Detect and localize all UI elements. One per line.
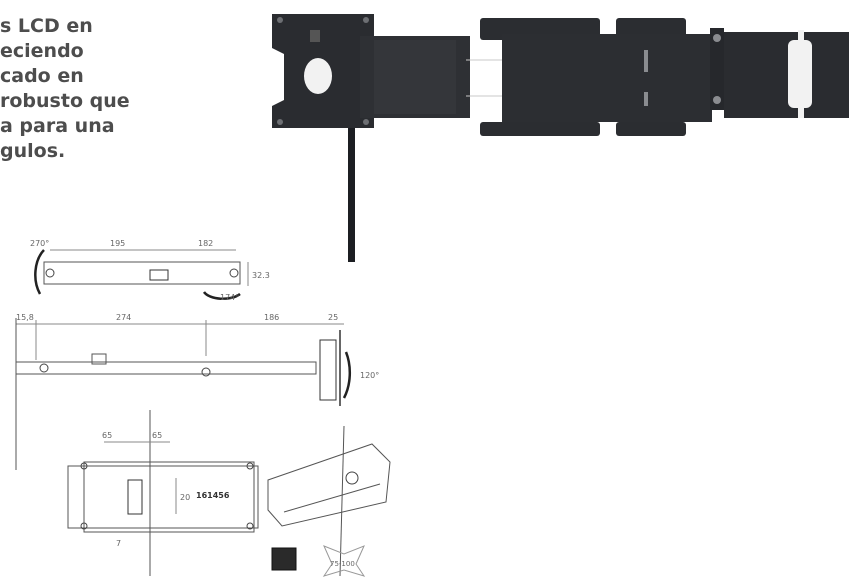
description-line: eciendo (0, 40, 84, 62)
product-code: 161456 (196, 491, 230, 500)
description-line: robusto que (0, 90, 130, 112)
arm-rail-bottom (480, 122, 600, 136)
dim-label: 25 (328, 313, 338, 322)
iso-view-drawing (267, 425, 391, 577)
vesa-plate-right (724, 30, 849, 118)
description-text: s LCD en eciendo cado en robusto que a p… (0, 14, 200, 164)
dim-label: 15,8 (16, 313, 34, 322)
arm-center-box (502, 34, 712, 122)
side-view-drawing (34, 249, 249, 301)
support-pole (348, 100, 355, 262)
technical-drawing: 270° 195 182 32.3 174° 15,8 274 186 25 1… (15, 239, 391, 577)
front-view-drawing (15, 318, 352, 470)
dim-label: 182 (198, 239, 213, 248)
description-line: a para una (0, 115, 115, 137)
product-photo (250, 0, 849, 270)
vesa-plate-left (272, 14, 374, 128)
dim-label: 186 (264, 313, 279, 322)
dim-label: 195 (110, 239, 125, 248)
dim-label: 120° (360, 371, 379, 380)
description-line: cado en (0, 65, 84, 87)
dim-label: 270° (30, 239, 49, 248)
dim-label: 65 (152, 431, 162, 440)
vesa-icon (322, 545, 366, 577)
dim-label: 274 (116, 313, 131, 322)
vesa-label: 75-100 (330, 560, 355, 568)
dim-label: 174° (220, 293, 239, 302)
description-line: gulos. (0, 140, 66, 162)
dim-label: 65 (102, 431, 112, 440)
description-line: s LCD en (0, 15, 93, 37)
dim-label: 7 (116, 539, 121, 548)
arm-rail-bottom (616, 122, 686, 136)
dim-label: 20 (180, 493, 190, 502)
box-icon (271, 547, 297, 571)
dim-label: 32.3 (252, 271, 270, 280)
top-view-drawing (67, 410, 259, 576)
